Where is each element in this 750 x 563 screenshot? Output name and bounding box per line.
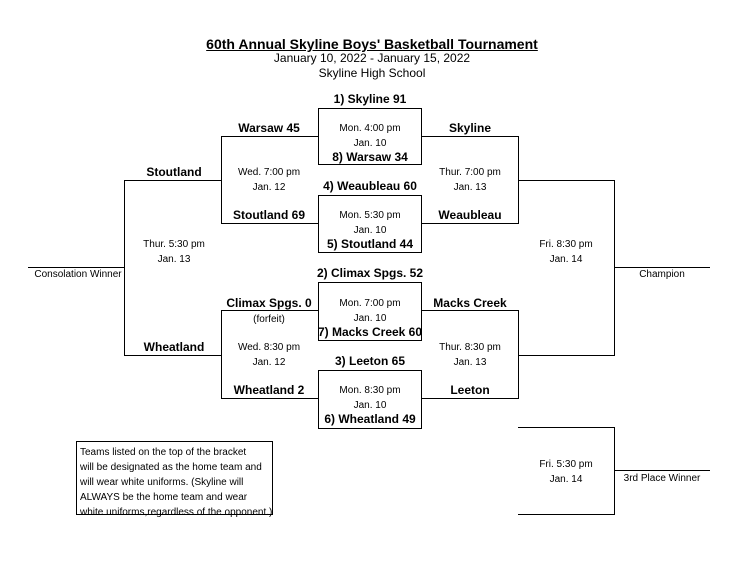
semi1-time: Thur. 7:00 pm [439, 167, 501, 178]
cons-semi2-note: (forfeit) [253, 314, 285, 325]
tournament-dates: January 10, 2022 - January 15, 2022 [273, 51, 471, 65]
bracket-line [421, 282, 422, 341]
bracket-line [318, 428, 421, 429]
bracket-line [421, 370, 422, 429]
bracket-line [421, 195, 422, 253]
bracket-line [221, 310, 318, 311]
cons-semi2-date: Jan. 12 [252, 357, 286, 368]
bracket-line [124, 180, 125, 356]
game4-date: Jan. 10 [353, 400, 387, 411]
game3-top-team: 2) Climax Spgs. 52 [316, 266, 424, 280]
bracket-line [318, 282, 319, 341]
page-title: 60th Annual Skyline Boys' Basketball Tou… [206, 36, 538, 52]
bracket-line [318, 370, 319, 429]
game3-time: Mon. 7:00 pm [339, 298, 401, 309]
bracket-line [124, 180, 221, 181]
semi1-top-team: Skyline [448, 121, 492, 135]
bracket-line [318, 195, 319, 253]
cons-semi1-top-team: Warsaw 45 [238, 121, 300, 135]
semi2-date: Jan. 13 [453, 357, 487, 368]
bracket-line [318, 252, 421, 253]
note-line: will be designated as the home team and [80, 462, 262, 473]
cons-semi1-time: Wed. 7:00 pm [237, 167, 301, 178]
game2-date: Jan. 10 [353, 225, 387, 236]
game2-top-team: 4) Weaubleau 60 [323, 179, 417, 193]
game1-top-team: 1) Skyline 91 [333, 92, 407, 106]
bracket-line [518, 180, 614, 181]
third-place-time: Fri. 5:30 pm [539, 459, 593, 470]
game4-bottom-team: 6) Wheatland 49 [324, 412, 416, 426]
third-place-date: Jan. 14 [549, 474, 583, 485]
cons-final-time: Thur. 5:30 pm [143, 239, 205, 250]
note-line: Teams listed on the top of the bracket [80, 447, 247, 458]
semi2-time: Thur. 8:30 pm [439, 342, 501, 353]
game4-top-team: 3) Leeton 65 [334, 354, 406, 368]
note-line: ALWAYS be the home team and wear [80, 492, 248, 503]
bracket-line [221, 136, 318, 137]
bracket-line [614, 470, 710, 471]
bracket-line [221, 398, 318, 399]
cons-semi2-time: Wed. 8:30 pm [237, 342, 301, 353]
bracket-line [614, 267, 710, 268]
bracket-line [614, 180, 615, 356]
bracket-line [221, 310, 222, 399]
cons-semi2-top-team: Climax Spgs. 0 [226, 296, 312, 310]
cons-semi1-bottom-team: Stoutland 69 [232, 208, 306, 222]
semi2-bottom-team: Leeton [450, 383, 490, 397]
championship-date: Jan. 14 [549, 254, 583, 265]
cons-semi1-date: Jan. 12 [252, 182, 286, 193]
bracket-line [518, 514, 614, 515]
bracket-line [421, 223, 518, 224]
bracket-line [318, 340, 421, 341]
note-line: white uniforms,regardless of the opponen… [80, 507, 273, 518]
bracket-line [124, 355, 221, 356]
bracket-line [318, 108, 421, 109]
champion-label: Champion [639, 269, 685, 280]
bracket-line [318, 108, 319, 165]
game1-date: Jan. 10 [353, 138, 387, 149]
game2-bottom-team: 5) Stoutland 44 [326, 237, 414, 251]
tournament-venue: Skyline High School [318, 66, 426, 80]
semi1-bottom-team: Weaubleau [438, 208, 502, 222]
bracket-line [518, 427, 614, 428]
bracket-line [318, 164, 421, 165]
bracket-line [421, 136, 518, 137]
bracket-line [518, 355, 614, 356]
game4-time: Mon. 8:30 pm [339, 385, 401, 396]
cons-final-bottom-team: Wheatland [143, 340, 205, 354]
semi2-top-team: Macks Creek [433, 296, 507, 310]
bracket-line [221, 136, 222, 224]
third-place-winner-label: 3rd Place Winner [623, 473, 701, 484]
game3-bottom-team: 7) Macks Creek 60 [317, 325, 423, 339]
bracket-line [421, 398, 518, 399]
game1-time: Mon. 4:00 pm [339, 123, 401, 134]
cons-semi2-bottom-team: Wheatland 2 [233, 383, 305, 397]
bracket-line [318, 195, 421, 196]
bracket-line [318, 370, 421, 371]
bracket-line [318, 282, 421, 283]
bracket-line [28, 267, 124, 268]
bracket-line [614, 427, 615, 515]
bracket-line [221, 223, 318, 224]
game3-date: Jan. 10 [353, 313, 387, 324]
cons-final-top-team: Stoutland [146, 165, 202, 179]
note-line: will wear white uniforms. (Skyline will [80, 477, 244, 488]
bracket-line [518, 310, 519, 399]
game1-bottom-team: 8) Warsaw 34 [332, 150, 408, 164]
home-team-note: Teams listed on the top of the bracket w… [76, 441, 273, 518]
semi1-date: Jan. 13 [453, 182, 487, 193]
championship-time: Fri. 8:30 pm [539, 239, 593, 250]
consolation-winner-label: Consolation Winner [34, 269, 122, 280]
cons-final-date: Jan. 13 [157, 254, 191, 265]
bracket-line [421, 310, 518, 311]
game2-time: Mon. 5:30 pm [339, 210, 401, 221]
